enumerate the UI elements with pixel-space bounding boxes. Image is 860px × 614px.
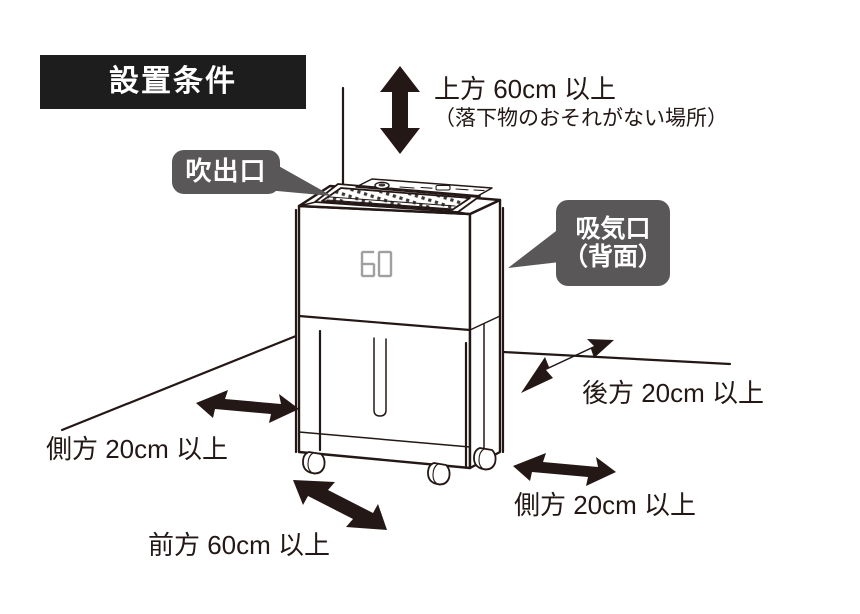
caster-wheels	[302, 447, 497, 486]
front-display	[360, 250, 393, 278]
arrow-side-right-clearance-icon	[513, 453, 616, 486]
display-digit-six	[360, 250, 376, 278]
clearance-label-front: 前方 60cm 以上	[148, 530, 330, 562]
power-button-dot-icon	[378, 183, 386, 187]
display-digit-zero	[377, 250, 393, 278]
clearance-label-rear: 後方 20cm 以上	[582, 378, 764, 410]
callout-air-outlet-label: 吹出口	[185, 156, 267, 187]
callout-air-intake-label-line1: 吸気口	[575, 215, 651, 243]
outlet-callout-tail-icon	[266, 160, 332, 196]
mode-indicator-icon	[435, 184, 451, 191]
arrow-front-clearance-icon	[293, 480, 387, 530]
clearance-label-rear-main: 後方 20cm 以上	[582, 378, 765, 408]
clearance-label-top-main: 上方 60cm 以上	[434, 74, 617, 104]
arrow-side-left-clearance-icon	[196, 390, 299, 423]
room-perspective-lines	[60, 206, 732, 454]
clearance-label-top-note: （落下物のおそれがない場所）	[434, 106, 728, 130]
intake-callout-tail-icon	[508, 228, 560, 268]
page-title-banner: 設置条件	[40, 55, 306, 109]
clearance-label-side-right: 側方 20cm 以上	[514, 490, 696, 522]
arrow-top-clearance-icon	[380, 66, 420, 154]
callout-tails	[266, 160, 560, 268]
control-panel	[355, 178, 493, 198]
callout-air-intake-label-line2: （背面）	[562, 243, 663, 271]
clearance-label-side-left: 側方 20cm 以上	[46, 434, 228, 466]
clearance-label-side-right-main: 側方 20cm 以上	[514, 490, 697, 520]
clearance-label-top: 上方 60cm 以上 （落下物のおそれがない場所）	[434, 74, 728, 131]
arrow-rear-clearance-icon	[521, 339, 614, 393]
dehumidifier-unit	[297, 178, 502, 486]
page-title: 設置条件	[109, 65, 237, 98]
louver-slats	[326, 196, 456, 210]
clearance-label-front-main: 前方 60cm 以上	[148, 530, 331, 560]
clearance-label-side-left-main: 側方 20cm 以上	[46, 434, 229, 464]
callout-air-outlet: 吹出口	[172, 150, 280, 194]
callout-air-intake: 吸気口 （背面）	[556, 200, 670, 286]
